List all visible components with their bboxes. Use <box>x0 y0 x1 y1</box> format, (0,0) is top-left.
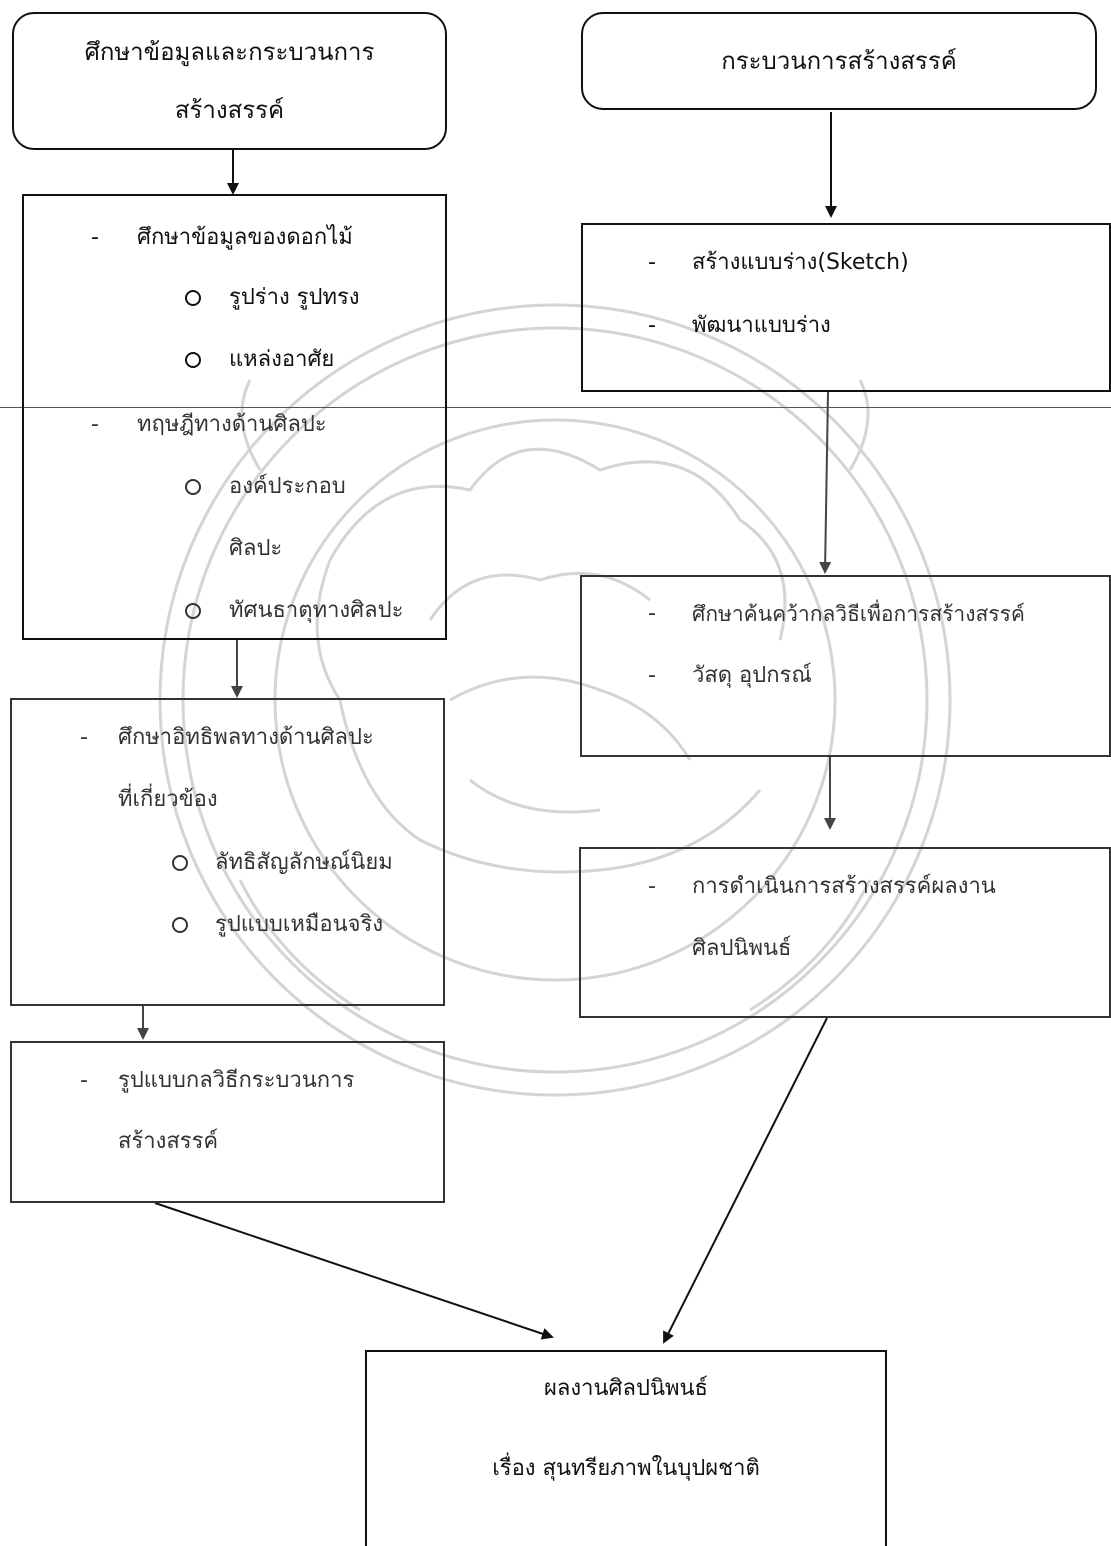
right-box-sketch <box>581 223 1111 392</box>
right-box-execution <box>579 847 1111 1018</box>
arrow-box1-to-box2-right <box>819 391 832 574</box>
circle-bullet-icon <box>172 855 188 871</box>
right-header-text: กระบวนการสร้างสรรค์ <box>721 47 957 75</box>
left-box-study-info <box>22 194 447 640</box>
arrow-left-to-final <box>154 1202 554 1340</box>
circle-bullet-icon <box>185 479 201 495</box>
arrow-right-to-final <box>663 1017 828 1344</box>
left-box1-sub3-line1: องค์ประกอบ <box>229 474 346 499</box>
circle-bullet-icon <box>185 603 201 619</box>
left-box-art-influence <box>10 698 445 1006</box>
bullet-dash: - <box>648 874 656 899</box>
left-box-techniques <box>10 1041 445 1203</box>
bullet-dash: - <box>648 250 656 275</box>
right-box3-item1-line2: ศิลปนิพนธ์ <box>692 936 792 961</box>
left-box3-item1-line2: สร้างสรรค์ <box>118 1129 219 1154</box>
bullet-dash: - <box>648 313 656 338</box>
left-header-line1: ศึกษาข้อมูลและกระบวนการ <box>84 38 375 66</box>
circle-bullet-icon <box>185 290 201 306</box>
right-box2-item2: วัสดุ อุปกรณ์ <box>692 663 812 688</box>
bullet-dash: - <box>91 225 99 250</box>
right-box1-item2: พัฒนาแบบร่าง <box>692 313 831 338</box>
bullet-dash: - <box>80 1068 88 1093</box>
bullet-dash: - <box>80 725 88 750</box>
right-box2-item1: ศึกษาค้นคว้ากลวิธีเพื่อการสร้างสรรค์ <box>692 602 1025 626</box>
left-box2-item1-line1: ศึกษาอิทธิพลทางด้านศิลปะ <box>118 725 374 750</box>
right-box-research <box>580 575 1111 757</box>
right-box3-item1-line1: การดำเนินการสร้างสรรค์ผลงาน <box>692 874 996 899</box>
left-box1-sub1: รูปร่าง รูปทรง <box>229 285 360 310</box>
right-box1-item1: สร้างแบบร่าง(Sketch) <box>692 250 909 275</box>
left-box2-item1-line2: ที่เกี่ยวข้อง <box>118 787 218 812</box>
left-box1-sub2: แหล่งอาศัย <box>229 347 335 372</box>
left-header-line2: สร้างสรรค์ <box>174 96 285 124</box>
final-box-title: ผลงานศิลปนิพนธ์ <box>544 1376 708 1401</box>
final-artwork-box <box>365 1350 887 1546</box>
right-header-box: กระบวนการสร้างสรรค์ <box>581 12 1097 110</box>
left-box1-item2: ทฤษฎีทางด้านศิลปะ <box>137 412 327 437</box>
circle-bullet-icon <box>172 917 188 933</box>
left-box1-sub4: ทัศนธาตุทางศิลปะ <box>229 598 404 623</box>
left-header-box: ศึกษาข้อมูลและกระบวนการ สร้างสรรค์ <box>12 12 447 150</box>
bullet-dash: - <box>91 412 99 437</box>
left-box2-sub2: รูปแบบเหมือนจริง <box>215 912 384 937</box>
final-box-subtitle: เรื่อง สุนทรียภาพในบุปผชาติ <box>492 1456 760 1481</box>
left-box2-sub1: ลัทธิสัญลักษณ์นิยม <box>215 850 393 875</box>
bullet-dash: - <box>648 601 656 626</box>
circle-bullet-icon <box>185 352 201 368</box>
bullet-dash: - <box>648 663 656 688</box>
page-separator-line <box>0 407 1111 408</box>
left-box1-item1: ศึกษาข้อมูลของดอกไม้ <box>137 225 353 250</box>
left-box1-sub3-line2: ศิลปะ <box>229 536 283 561</box>
left-box3-item1-line1: รูปแบบกลวิธีกระบวนการ <box>118 1068 355 1093</box>
